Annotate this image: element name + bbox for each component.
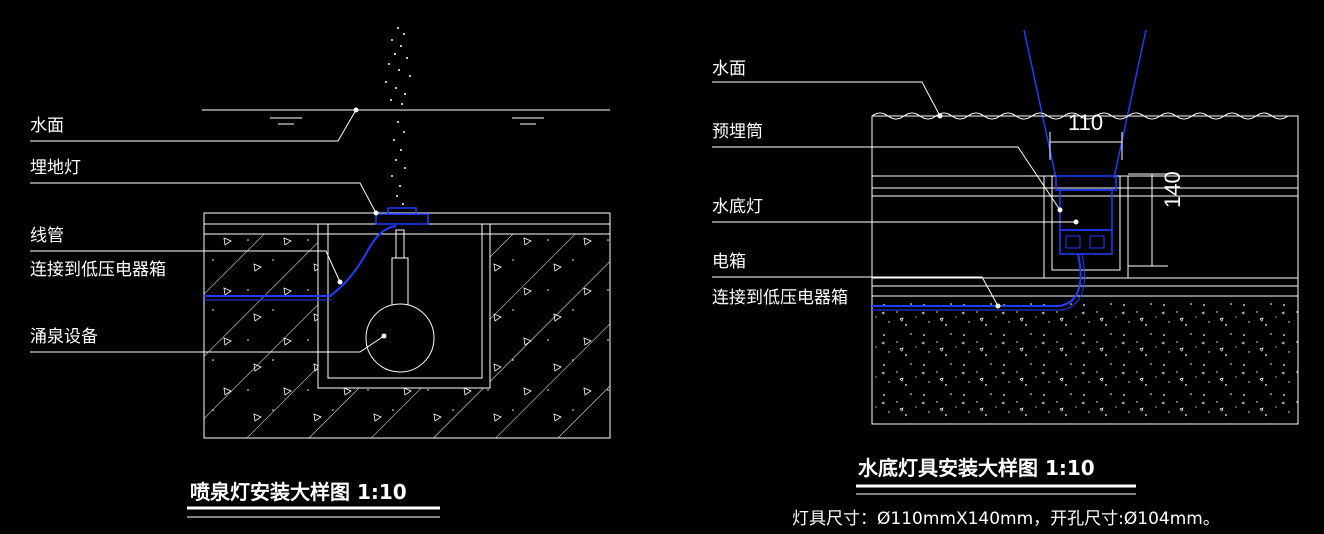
- left-label-fountain: 涌泉设备: [30, 327, 98, 347]
- right-label-box: 电箱: [712, 252, 746, 272]
- fountain-spray: [385, 27, 411, 205]
- right-label-water: 水面: [712, 59, 746, 79]
- left-label-light: 埋地灯: [30, 158, 81, 178]
- right-drawing-title: 水底灯具安装大样图 1:10: [858, 456, 1095, 480]
- left-label-conduit: 线管: [30, 226, 64, 246]
- fixture-size-note: 灯具尺寸：Ø110mmX140mm，开孔尺寸:Ø104mm。: [792, 509, 1220, 529]
- dimension-height: 140: [1160, 171, 1185, 208]
- right-label-light: 水底灯: [712, 197, 763, 217]
- left-label-connect: 连接到低压电器箱: [30, 260, 166, 280]
- dimension-width: 110: [1068, 110, 1104, 135]
- left-label-water: 水面: [30, 116, 64, 136]
- left-drawing-title: 喷泉灯安装大样图 1:10: [190, 480, 407, 504]
- right-detail: [712, 29, 1299, 495]
- left-detail: [30, 27, 611, 518]
- right-label-connect: 连接到低压电器箱: [712, 288, 848, 308]
- right-label-sleeve: 预埋筒: [712, 122, 763, 142]
